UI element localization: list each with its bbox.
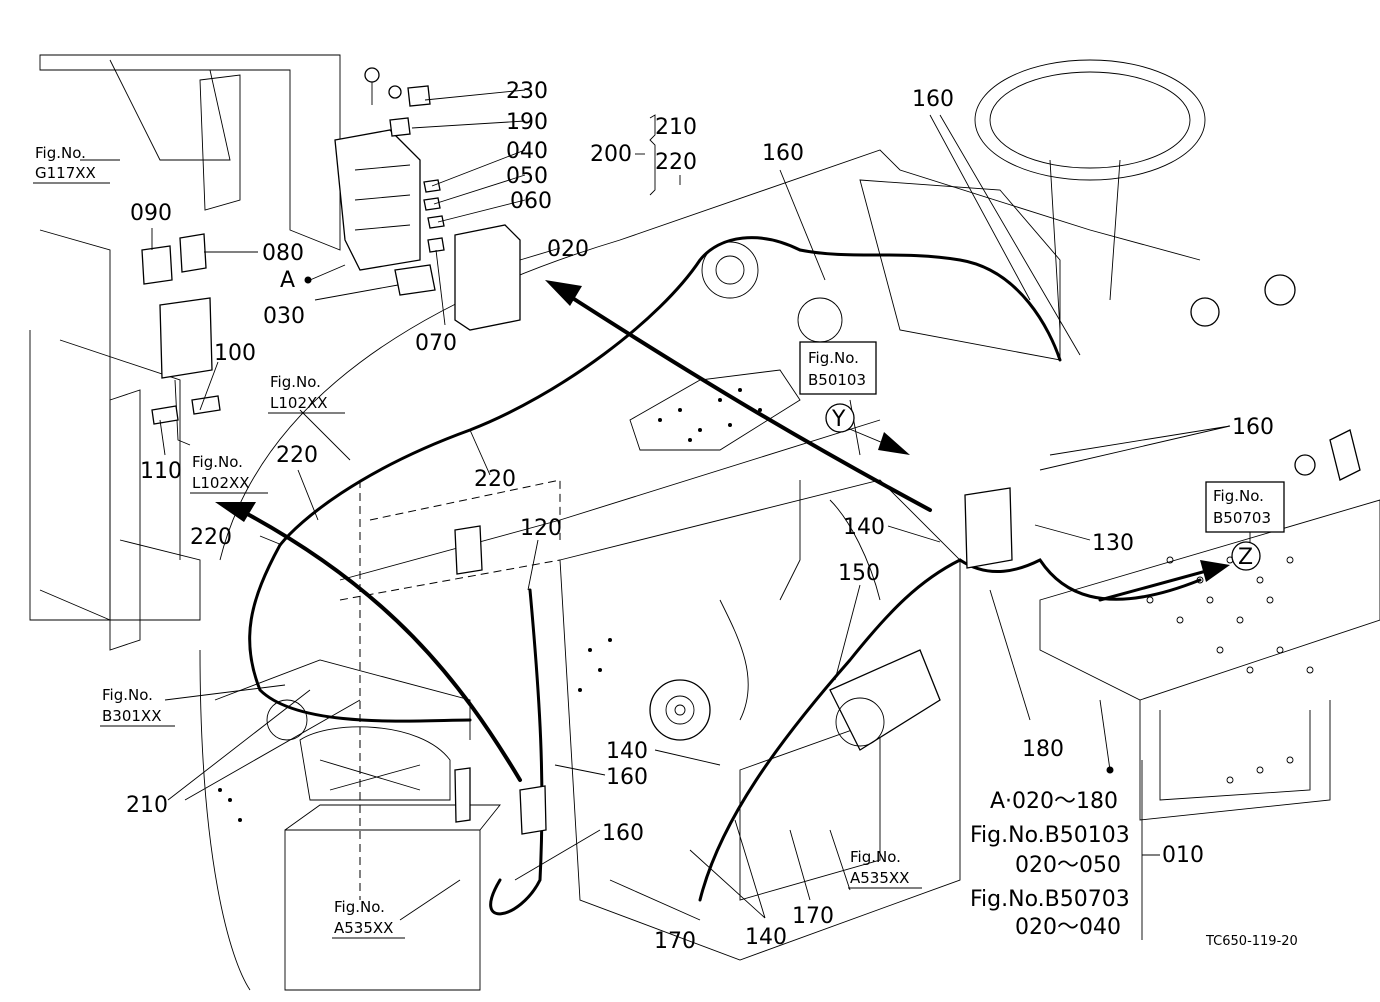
fig-ref-b50703: Fig.No. B50703: [1205, 481, 1285, 533]
callout-050: 050: [506, 164, 548, 189]
callout-020: 020: [547, 237, 589, 262]
callout-010: 010: [1162, 843, 1204, 868]
callout-190: 190: [506, 110, 548, 135]
fig-ref-l102xx-a: Fig.No. L102XX: [268, 373, 345, 414]
callout-200: 200: [590, 142, 632, 167]
summary-line-2: Fig.No.B50103: [970, 823, 1130, 848]
callout-160-d: 160: [606, 765, 648, 790]
svg-text:Fig.No.: Fig.No.: [102, 686, 153, 704]
callout-220-top: 220: [655, 150, 697, 175]
kit-summary: A·020～180 Fig.No.B50103 020～050 Fig.No.B…: [970, 789, 1130, 940]
callout-210-top: 210: [655, 115, 697, 140]
markers: A Y Z: [280, 268, 1261, 571]
callout-110: 110: [140, 459, 182, 484]
fuse-box-assembly: [334, 67, 521, 331]
svg-text:Fig.No.: Fig.No.: [1213, 487, 1264, 505]
callout-080: 080: [262, 241, 304, 266]
callout-220-b: 220: [276, 443, 318, 468]
callout-220-a: 220: [474, 467, 516, 492]
summary-line-4: Fig.No.B50703: [970, 887, 1130, 912]
connectors-misc: [454, 274, 1361, 835]
fig-ref-g117xx: Fig.No. G117XX: [33, 144, 110, 184]
svg-text:G117XX: G117XX: [35, 164, 96, 182]
svg-text:L102XX: L102XX: [270, 394, 328, 412]
drawing-code: TC650-119-20: [1205, 934, 1298, 949]
callout-230: 230: [506, 79, 548, 104]
callout-180: 180: [1022, 737, 1064, 762]
fig-ref-a535xx-a: Fig.No. A535XX: [848, 848, 922, 889]
svg-text:A535XX: A535XX: [334, 919, 393, 937]
fig-ref-l102xx-b: Fig.No. L102XX: [190, 453, 268, 494]
callout-labels: 230 190 040 050 060 020 070 030 090 080 …: [126, 79, 1274, 954]
callout-160-e: 160: [602, 821, 644, 846]
svg-text:Fig.No.: Fig.No.: [334, 898, 385, 916]
callout-160-a: 160: [762, 141, 804, 166]
summary-line-3: 020～050: [1015, 853, 1121, 878]
svg-text:Fig.No.: Fig.No.: [850, 848, 901, 866]
view-y-label: Y: [831, 407, 846, 432]
callout-140-b: 140: [606, 739, 648, 764]
svg-text:B50703: B50703: [1213, 509, 1271, 527]
hood-texture: [218, 369, 801, 822]
callout-140-c: 140: [745, 925, 787, 950]
callout-030: 030: [263, 304, 305, 329]
callout-090: 090: [130, 201, 172, 226]
floor-mat-dots: [1146, 556, 1314, 784]
callout-150: 150: [838, 561, 880, 586]
summary-line-5: 020～040: [1015, 915, 1121, 940]
view-y-circle: [825, 403, 855, 433]
view-z-label: Z: [1238, 545, 1253, 570]
svg-text:B50103: B50103: [808, 371, 866, 389]
leader-lines: [80, 89, 1251, 940]
callout-040: 040: [506, 139, 548, 164]
callout-140-a: 140: [843, 515, 885, 540]
fig-ref-a535xx-b: Fig.No. A535XX: [332, 898, 405, 939]
fig-ref-b301xx: Fig.No. B301XX: [100, 686, 175, 727]
callout-070: 070: [415, 331, 457, 356]
assembly-letter-a: A: [280, 268, 295, 293]
callout-170-b: 170: [792, 904, 834, 929]
view-z-circle: [1231, 541, 1261, 571]
callout-210-left: 210: [126, 793, 168, 818]
fig-ref-b50103: Fig.No. B50103: [799, 341, 877, 395]
callout-120: 120: [520, 516, 562, 541]
svg-text:Fig.No.: Fig.No.: [192, 453, 243, 471]
svg-text:Fig.No.: Fig.No.: [35, 144, 86, 162]
callout-060: 060: [510, 189, 552, 214]
callout-170-a: 170: [654, 929, 696, 954]
figure-references: Fig.No. G117XX Fig.No. L102XX Fig.No. L1…: [33, 144, 1285, 939]
svg-text:Fig.No.: Fig.No.: [808, 349, 859, 367]
svg-text:L102XX: L102XX: [192, 474, 250, 492]
svg-text:A535XX: A535XX: [850, 869, 909, 887]
svg-text:Fig.No.: Fig.No.: [270, 373, 321, 391]
callout-160-b: 160: [912, 87, 954, 112]
svg-text:B301XX: B301XX: [102, 707, 161, 725]
callout-100: 100: [214, 341, 256, 366]
wire-harness: [248, 236, 1202, 916]
callout-220-c: 220: [190, 525, 232, 550]
summary-line-1: A·020～180: [990, 789, 1118, 814]
flow-arrows: [215, 280, 1230, 782]
relay-group-left: [141, 233, 221, 446]
callout-160-c: 160: [1232, 415, 1274, 440]
callout-130: 130: [1092, 531, 1134, 556]
